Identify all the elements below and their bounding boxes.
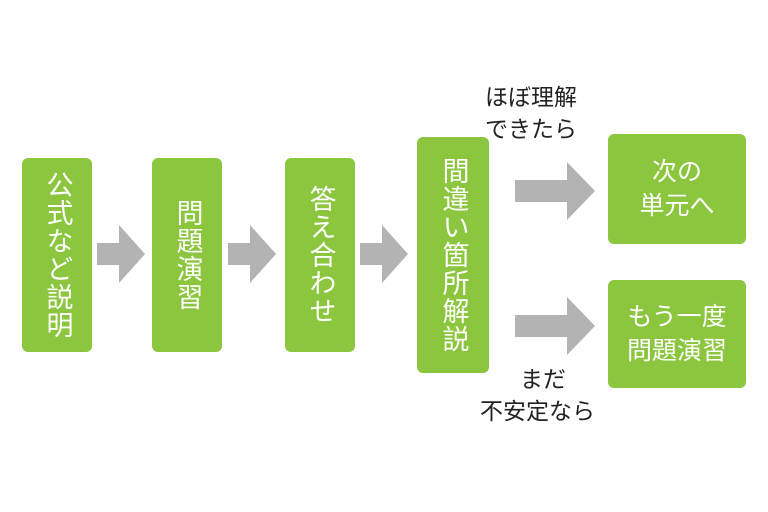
lower-condition-line2: 不安定なら [480,399,595,425]
arrow-right-icon [228,225,276,283]
upper-condition-line2: できたら [485,117,577,143]
result-line1: 次の [651,157,702,186]
result-text-next-unit: 次の 単元へ [639,155,714,223]
arrow-right-icon [515,162,595,220]
step-label-explanation: 公式など説明 [41,171,73,339]
arrow-right-icon [515,297,595,355]
result-text-repeat-practice: もう一度 問題演習 [627,300,727,368]
result-box-next-unit: 次の 単元へ [608,134,746,244]
lower-condition-line1: まだ [520,367,566,393]
result-line2: 単元へ [639,191,715,220]
step-box-answer-check: 答え合わせ [285,158,355,352]
arrow-right-icon [360,225,408,283]
step-label-answer-check: 答え合わせ [304,185,336,325]
step-box-practice: 問題演習 [152,158,222,352]
step-label-mistake-review: 間違い箇所解説 [437,157,469,353]
upper-condition-note: ほぼ理解 できたら [485,82,577,146]
upper-condition-line1: ほぼ理解 [485,85,577,111]
step-label-practice: 問題演習 [171,199,203,311]
result-box-repeat-practice: もう一度 問題演習 [608,280,746,388]
result-line2: 問題演習 [626,336,727,365]
step-box-mistake-review: 間違い箇所解説 [417,137,489,373]
step-box-explanation: 公式など説明 [22,158,92,352]
result-line1: もう一度 [627,302,727,331]
lower-condition-note: まだ 不安定なら [480,364,595,428]
arrow-right-icon [97,225,145,283]
